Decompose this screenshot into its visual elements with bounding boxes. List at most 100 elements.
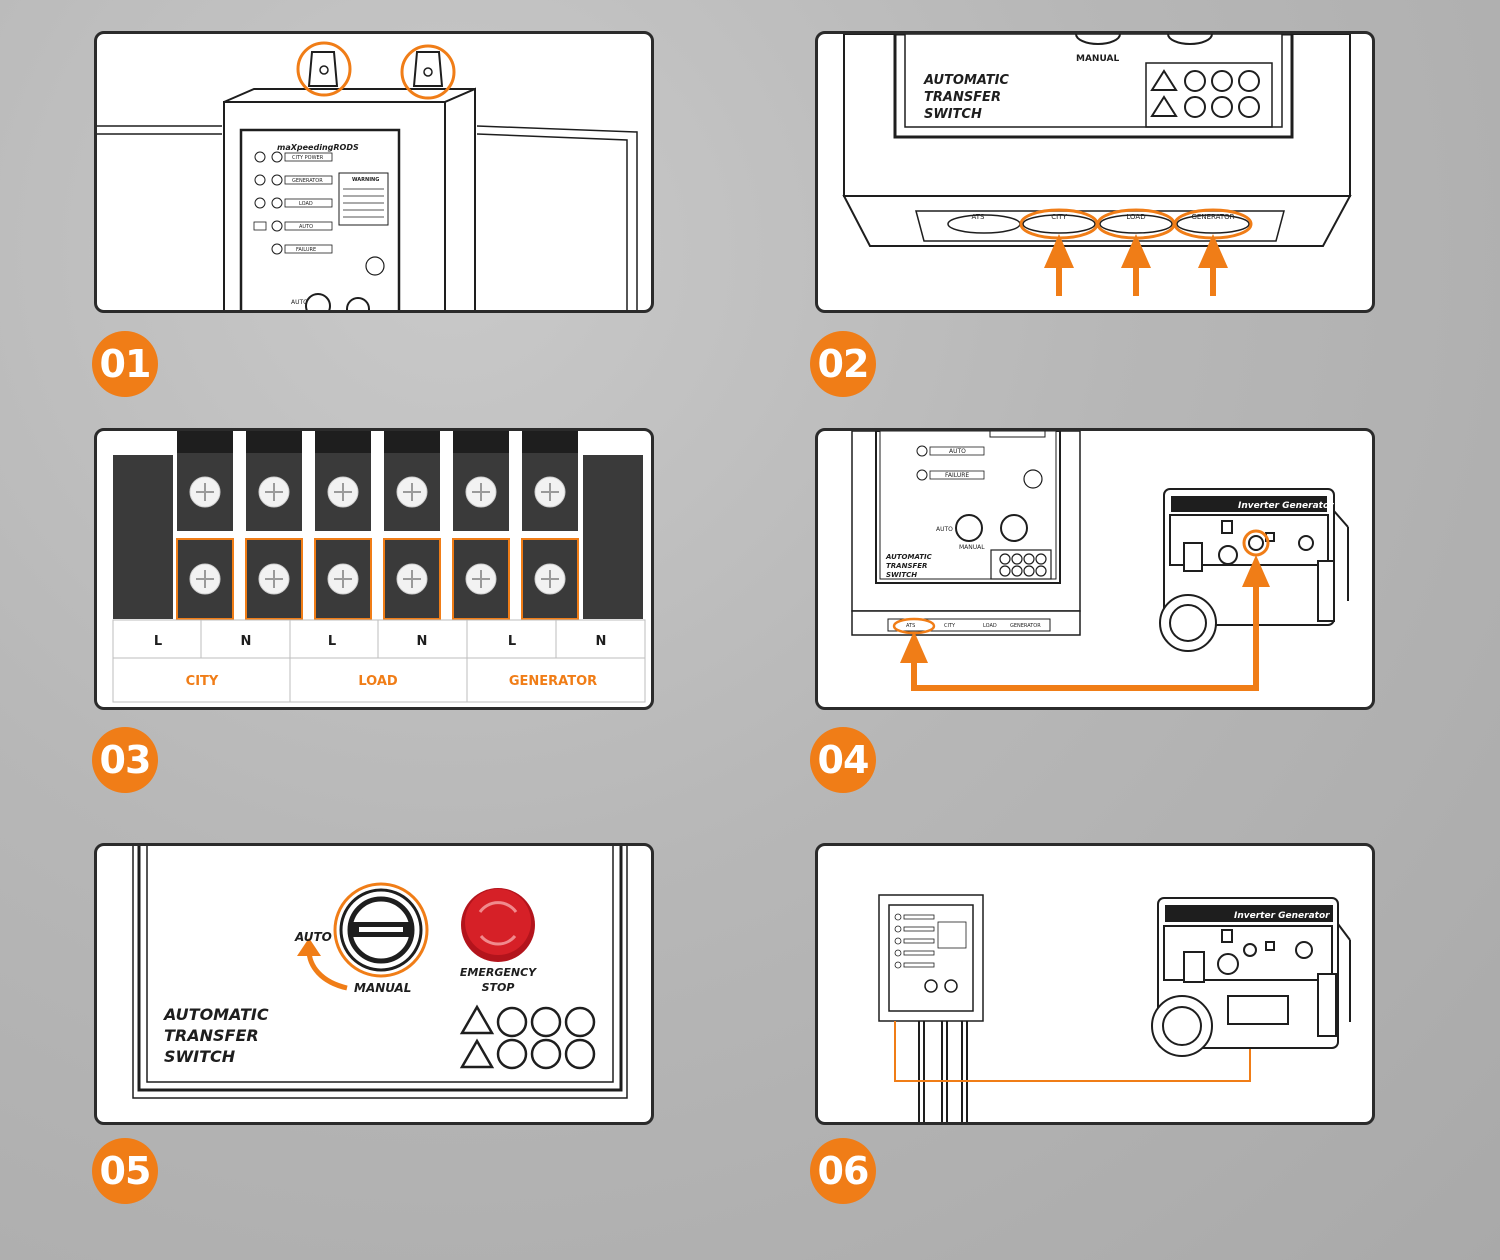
terminal-label-gen-l: L bbox=[508, 634, 516, 649]
indicator-list: CITY POWER GENERATOR LOAD AUTO FAILURE bbox=[253, 151, 333, 255]
step-badge-02: 02 bbox=[810, 331, 876, 397]
port-load: LOAD bbox=[983, 623, 997, 629]
step-06-panel: Inverter Generator bbox=[815, 843, 1375, 1125]
safety-icons bbox=[459, 1004, 596, 1070]
indicator-auto: AUTO bbox=[299, 224, 313, 230]
switch-label: AUTO bbox=[291, 299, 308, 306]
indicator-generator: GENERATOR bbox=[292, 178, 323, 184]
step-badge-01: 01 bbox=[92, 331, 158, 397]
ats-title: AUTOMATIC TRANSFER SWITCH bbox=[162, 1005, 269, 1066]
step-badge-04: 04 bbox=[810, 727, 876, 793]
step-badge-06: 06 bbox=[810, 1138, 876, 1204]
step-badge-03: 03 bbox=[92, 727, 158, 793]
terminal-cap bbox=[315, 431, 371, 453]
selector-switch[interactable] bbox=[333, 882, 429, 978]
emergency-label: EMERGENCY bbox=[460, 966, 537, 979]
auto-label: AUTO bbox=[294, 930, 332, 944]
emergency-stop-button[interactable] bbox=[1000, 514, 1028, 542]
terminal-label-gen-n: N bbox=[596, 634, 607, 649]
port-city: CITY bbox=[944, 623, 956, 629]
svg-text:TRANSFER: TRANSFER bbox=[924, 90, 1001, 105]
terminal-label-load-l: L bbox=[328, 634, 336, 649]
safety-icons bbox=[1145, 62, 1273, 128]
group-label-city: CITY bbox=[186, 674, 219, 689]
cable-port-strip: ATS CITY LOAD GENERATOR bbox=[887, 617, 1051, 635]
indicator-auto: AUTO bbox=[949, 448, 966, 455]
terminal-block-right-end bbox=[583, 455, 643, 619]
port-city: CITY bbox=[1051, 213, 1067, 221]
switch-manual-label: MANUAL bbox=[959, 544, 985, 551]
inverter-generator bbox=[1151, 897, 1351, 1057]
svg-text:SWITCH: SWITCH bbox=[164, 1047, 236, 1066]
emergency-stop-button[interactable] bbox=[346, 297, 370, 313]
insertion-arrows bbox=[1044, 234, 1228, 296]
label-table bbox=[112, 619, 646, 703]
step-05-panel: AUTO MANUAL EMERGENCY STOP AUTOMATIC TRA… bbox=[94, 843, 654, 1125]
group-label-load: LOAD bbox=[358, 674, 398, 689]
brand-logo: maXpeedingRODS bbox=[277, 143, 359, 152]
ats-box bbox=[223, 87, 476, 310]
step-02-panel: MANUAL AUTOMATIC TRANSFER SWITCH ATS CIT… bbox=[815, 31, 1375, 313]
selector-switch[interactable] bbox=[955, 514, 983, 542]
wire-bundle bbox=[918, 1021, 968, 1122]
ats-box-side bbox=[851, 431, 1081, 636]
key-lock-icon bbox=[365, 256, 385, 276]
step-04-panel: AUTO FAILURE AUTO MANUAL AUTOMATIC TRANS… bbox=[815, 428, 1375, 710]
svg-text:AUTOMATIC: AUTOMATIC bbox=[885, 553, 933, 561]
cable-port-strip: ATS CITY LOAD GENERATOR bbox=[915, 208, 1285, 242]
terminal-block bbox=[176, 431, 579, 620]
switch-auto-label: AUTO bbox=[936, 526, 953, 533]
manual-label: MANUAL bbox=[1076, 54, 1119, 64]
indicator-load: LOAD bbox=[299, 201, 313, 207]
terminal-cap bbox=[246, 431, 302, 453]
svg-text:AUTOMATIC: AUTOMATIC bbox=[923, 73, 1009, 88]
indicator-city-power: CITY POWER bbox=[292, 155, 324, 161]
stop-label: STOP bbox=[482, 981, 515, 994]
svg-text:WARNING: WARNING bbox=[352, 177, 379, 183]
indicator-failure: FAILURE bbox=[296, 247, 316, 253]
mounting-tab-right bbox=[400, 44, 456, 100]
selector-switch[interactable] bbox=[305, 293, 331, 313]
safety-icons bbox=[990, 549, 1052, 580]
warning-label: WARNING bbox=[338, 172, 389, 226]
terminal-lower bbox=[245, 538, 303, 620]
port-load: LOAD bbox=[1126, 213, 1145, 221]
port-generator: GENERATOR bbox=[1010, 623, 1041, 629]
key-lock-icon bbox=[1023, 469, 1043, 489]
inverter-generator bbox=[1159, 488, 1349, 652]
terminal-label-city-n: N bbox=[241, 634, 252, 649]
step-badge-05: 05 bbox=[92, 1138, 158, 1204]
generator-label: Inverter Generator bbox=[1234, 911, 1330, 921]
port-ats: ATS bbox=[906, 623, 915, 629]
svg-text:TRANSFER: TRANSFER bbox=[164, 1026, 259, 1045]
port-ats: ATS bbox=[972, 213, 986, 221]
port-generator: GENERATOR bbox=[1192, 213, 1235, 221]
step-01-panel: maXpeedingRODS CITY POWER GENERATOR LOAD… bbox=[94, 31, 654, 313]
terminal-lower bbox=[383, 538, 441, 620]
terminal-label-load-n: N bbox=[417, 634, 428, 649]
terminal-cap bbox=[177, 431, 233, 453]
ats-title: AUTOMATIC TRANSFER SWITCH bbox=[885, 553, 933, 579]
emergency-stop-button[interactable] bbox=[461, 888, 535, 962]
terminal-cap bbox=[384, 431, 440, 453]
indicator-failure: FAILURE bbox=[945, 472, 969, 479]
ats-title: AUTOMATIC TRANSFER SWITCH bbox=[923, 73, 1009, 122]
ats-front-panel bbox=[132, 846, 628, 1099]
turn-arrow-head bbox=[297, 938, 321, 956]
svg-text:TRANSFER: TRANSFER bbox=[886, 562, 927, 570]
ats-box-small bbox=[878, 894, 984, 1022]
svg-text:SWITCH: SWITCH bbox=[886, 571, 917, 579]
generator-label: Inverter Generator bbox=[1238, 501, 1334, 511]
mounting-tab-left bbox=[296, 41, 352, 97]
manual-label: MANUAL bbox=[354, 981, 411, 995]
wall-outline bbox=[97, 125, 638, 310]
terminal-block-left-end bbox=[113, 455, 173, 619]
terminal-label-city-l: L bbox=[154, 634, 162, 649]
step-03-panel: L N L N L N CITY LOAD GENERATOR bbox=[94, 428, 654, 710]
terminal-cap bbox=[522, 431, 578, 453]
group-label-generator: GENERATOR bbox=[509, 674, 597, 689]
svg-text:SWITCH: SWITCH bbox=[924, 107, 982, 122]
cable-route bbox=[900, 555, 1270, 691]
terminal-cap bbox=[453, 431, 509, 453]
svg-text:AUTOMATIC: AUTOMATIC bbox=[162, 1005, 269, 1024]
